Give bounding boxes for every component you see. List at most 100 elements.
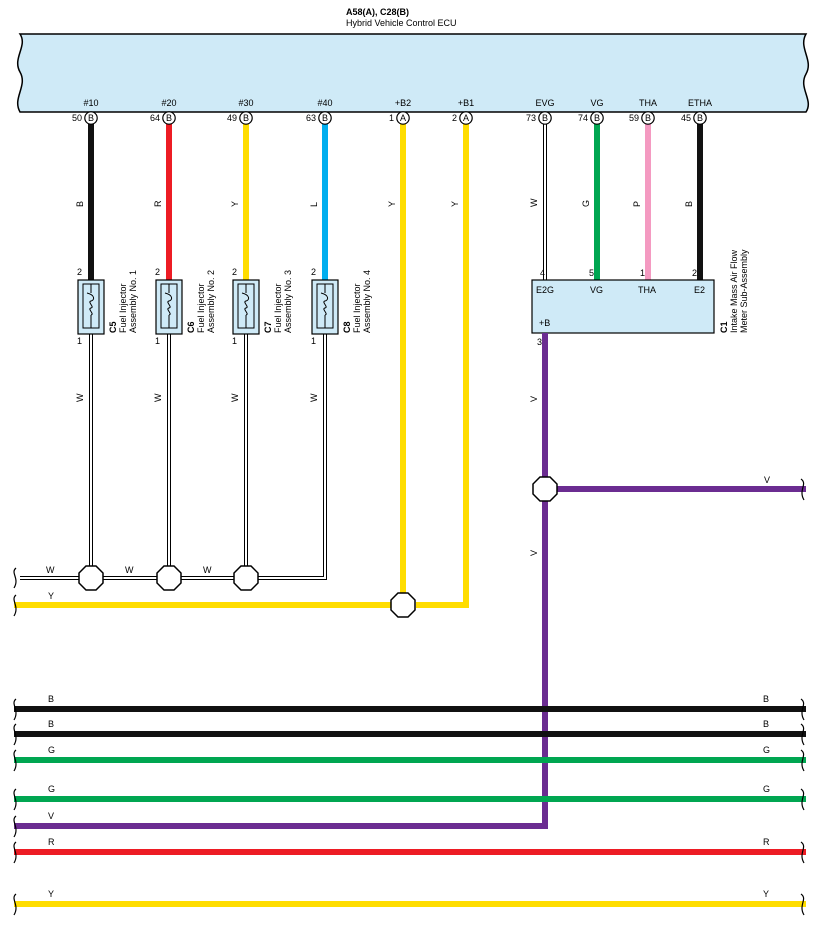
bus-label-left: B (48, 694, 54, 704)
ecu-connector-letter: B (322, 113, 328, 123)
wire-label: G (581, 200, 591, 207)
wire-label: Y (230, 201, 240, 207)
connector-circle (459, 111, 473, 125)
connector-circle (641, 111, 655, 125)
wire-label: V (529, 550, 539, 556)
injector-name-line1: Fuel Injector (118, 283, 128, 333)
maf-terminal-label: E2 (694, 285, 705, 295)
injector-pin-bottom: 1 (155, 336, 160, 346)
junctions (78, 476, 558, 618)
maf-sensor: 4 5 1 2 E2G VG THA E2 +B 3 C1 Intake Mas… (531, 249, 749, 347)
wire-break-right (800, 698, 805, 721)
ecu-pin-number: 45 (681, 113, 691, 123)
junction-connector-5 (532, 476, 558, 502)
wire-break-left (13, 815, 17, 838)
top-wires (88, 124, 703, 608)
wire-break-left (13, 788, 17, 811)
maf-pin: 2 (692, 268, 697, 278)
ecu-connector-letter: B (645, 113, 651, 123)
injector-pin-bottom: 1 (311, 336, 316, 346)
wire-label: Y (48, 591, 54, 601)
coil-icon (241, 292, 250, 316)
junction-connector-4 (390, 592, 416, 618)
injector-name-line2: Assembly No. 2 (206, 270, 216, 333)
injector-code: C5 (108, 321, 118, 333)
ecu-signal-label: +B1 (458, 98, 474, 108)
ecu-signal-label: EVG (535, 98, 554, 108)
ecu-signal-label: THA (639, 98, 657, 108)
bus-label-right: Y (763, 889, 769, 899)
bus-label-right: G (763, 745, 770, 755)
ecu-pin-number: 2 (452, 113, 457, 123)
injector-pin-top: 2 (77, 267, 82, 277)
injector-name-line1: Fuel Injector (273, 283, 283, 333)
maf-code: C1 (719, 321, 729, 333)
injector-pin-top: 2 (232, 267, 237, 277)
wire-label: V (529, 396, 539, 402)
bus-line-V: V (13, 811, 548, 838)
injector-code: C7 (263, 321, 273, 333)
ecu-pin-number: 64 (150, 113, 160, 123)
bus-label-right: B (763, 719, 769, 729)
injector-pin-bottom: 1 (232, 336, 237, 346)
ecu-connector-letter: B (88, 113, 94, 123)
violet-wires: V V V (529, 333, 806, 826)
maf-terminal-label: VG (590, 285, 603, 295)
maf-pin: 1 (640, 268, 645, 278)
ecu-connector-letter: B (542, 113, 548, 123)
wire-break-right (800, 749, 805, 772)
junction-connector-2 (156, 565, 182, 591)
connector-circle (239, 111, 253, 125)
ecu-connector-letter: A (400, 113, 406, 123)
maf-terminal-label: THA (638, 285, 656, 295)
wire-label: V (764, 475, 770, 485)
top-wire-letters: B R Y L Y Y W G P B (75, 198, 694, 207)
wire-label: L (309, 202, 319, 207)
injector-pin-top: 2 (311, 267, 316, 277)
connector-circle (396, 111, 410, 125)
wire-break-right (800, 723, 805, 746)
ecu-pin-number: 1 (389, 113, 394, 123)
junction-connector-3 (233, 565, 259, 591)
injector-pin-top: 2 (155, 267, 160, 277)
ecu-pin-number: 49 (227, 113, 237, 123)
injector-name-line2: Assembly No. 4 (362, 270, 372, 333)
maf-name-line1: Intake Mass Air Flow (729, 249, 739, 333)
connector-circle (318, 111, 332, 125)
wire-break-right (800, 841, 805, 864)
wire-break-left (13, 749, 17, 772)
wire-label: W (529, 198, 539, 207)
wire-label: P (632, 201, 642, 207)
connector-circle (84, 111, 98, 125)
bus-label-right: B (763, 694, 769, 704)
bus-label-left: V (48, 811, 54, 821)
maf-terminal-label: E2G (536, 285, 554, 295)
wire-label: R (153, 200, 163, 207)
maf-name-line2: Meter Sub-Assembly (739, 249, 749, 333)
ecu-connector-letter: B (243, 113, 249, 123)
coil-icon (164, 292, 173, 316)
connector-circle (693, 111, 707, 125)
bus-label-left: G (48, 745, 55, 755)
wire-label: Y (387, 201, 397, 207)
wire-break-left (13, 841, 17, 864)
bus-label-left: G (48, 784, 55, 794)
